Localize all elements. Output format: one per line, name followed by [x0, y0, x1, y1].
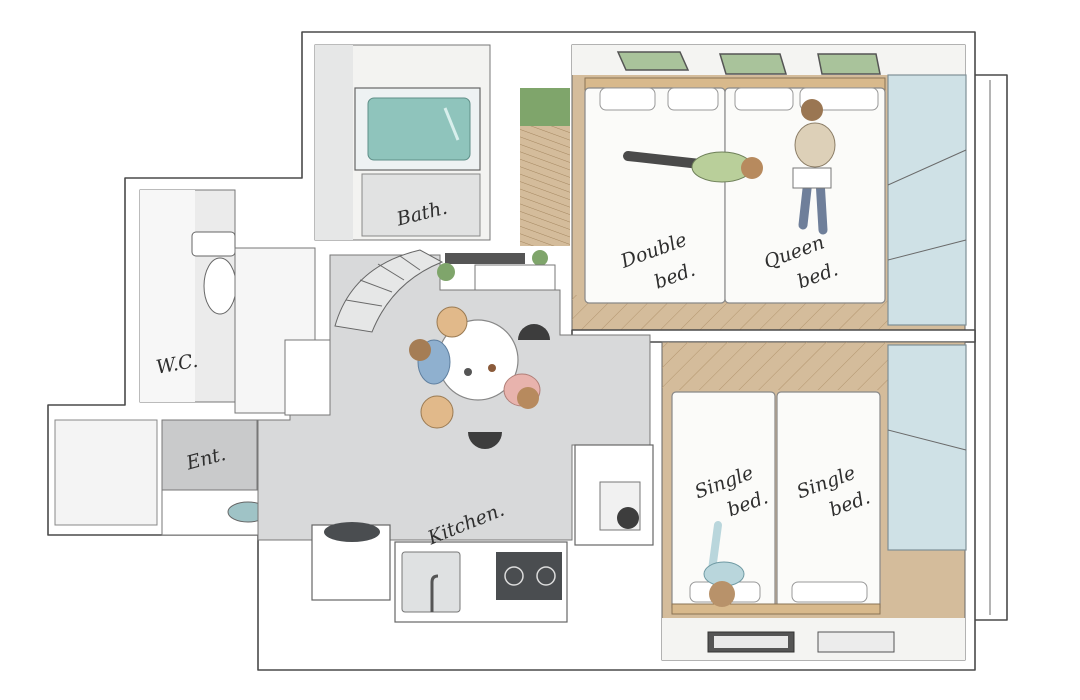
bottom-bedroom: Single bed. Single bed. — [661, 341, 967, 661]
person-body — [794, 122, 836, 168]
faucet — [430, 574, 439, 612]
water-highlight — [443, 107, 460, 141]
person-pink-shirt — [503, 373, 541, 409]
person-head — [409, 339, 431, 361]
washing-machine-drum — [617, 507, 639, 529]
floor-mat-light — [817, 631, 895, 653]
wc-room: W.C. — [139, 189, 237, 403]
entrance-floor — [161, 419, 258, 491]
stove-burner — [504, 566, 524, 586]
window-mullion — [887, 239, 967, 261]
cup — [464, 368, 472, 376]
floor-mat-dark-inner — [714, 636, 788, 648]
low-cabinet — [474, 264, 556, 291]
deck-plant — [520, 88, 570, 126]
bottom-right-window — [887, 344, 967, 551]
pillow — [734, 87, 794, 111]
stair-step — [359, 279, 393, 293]
rice-cooker — [324, 522, 380, 542]
pillow — [599, 87, 656, 111]
bath-floor-tiles — [361, 173, 481, 237]
person-sitting — [792, 99, 836, 235]
dining-chair-black — [518, 324, 550, 340]
dining-chair-black — [468, 432, 502, 449]
shoe-cabinet — [161, 489, 259, 536]
person-head — [709, 581, 735, 607]
wall-shelf — [445, 253, 525, 264]
top-right-window — [887, 74, 967, 326]
person-lying — [623, 151, 763, 183]
entrance-closet — [54, 419, 158, 526]
bottom-bedroom-floor-grain — [662, 342, 888, 390]
person-lying-bottom — [703, 521, 745, 607]
stair-step — [345, 299, 383, 307]
gas-stove — [496, 552, 562, 600]
hallway-step — [284, 339, 331, 416]
window-mullion — [887, 429, 967, 451]
bathtub-water — [367, 97, 471, 161]
pillow — [791, 581, 868, 603]
wc-wall-shadow — [140, 190, 195, 402]
deck — [520, 88, 570, 246]
shelf-plant — [437, 263, 455, 281]
person-blue-shirt — [409, 339, 451, 385]
person-arm — [708, 521, 722, 574]
skylight-plant-2 — [718, 53, 788, 75]
person-head — [801, 99, 823, 121]
dining-chair-wood — [420, 395, 454, 429]
top-bedroom: Double bed. Queen bed. — [571, 44, 967, 331]
living-kitchen: Kitchen. — [257, 249, 654, 623]
dining-chair-wood — [436, 306, 468, 338]
person-head — [517, 387, 539, 409]
toilet-bowl — [203, 257, 237, 315]
shelf-plant — [532, 250, 548, 266]
skylight-plant-1 — [616, 51, 690, 71]
person-legs — [623, 151, 705, 169]
stove-burner — [536, 566, 556, 586]
cup — [488, 364, 496, 372]
stair-step — [399, 255, 421, 271]
deck-wood-grain — [520, 126, 570, 246]
pillow — [667, 87, 719, 111]
toilet-tank — [191, 231, 236, 257]
bathroom-wall-shadow — [315, 45, 353, 240]
window-mullion — [887, 149, 967, 186]
person-head — [741, 157, 763, 179]
footboard — [671, 603, 881, 615]
skylight-plant-3 — [817, 53, 881, 75]
bottom-bedroom-wall-band — [662, 618, 965, 660]
book — [792, 167, 832, 189]
entrance: Ent. — [54, 419, 269, 536]
stair-step — [377, 263, 405, 281]
bathroom: Bath. — [314, 44, 491, 241]
